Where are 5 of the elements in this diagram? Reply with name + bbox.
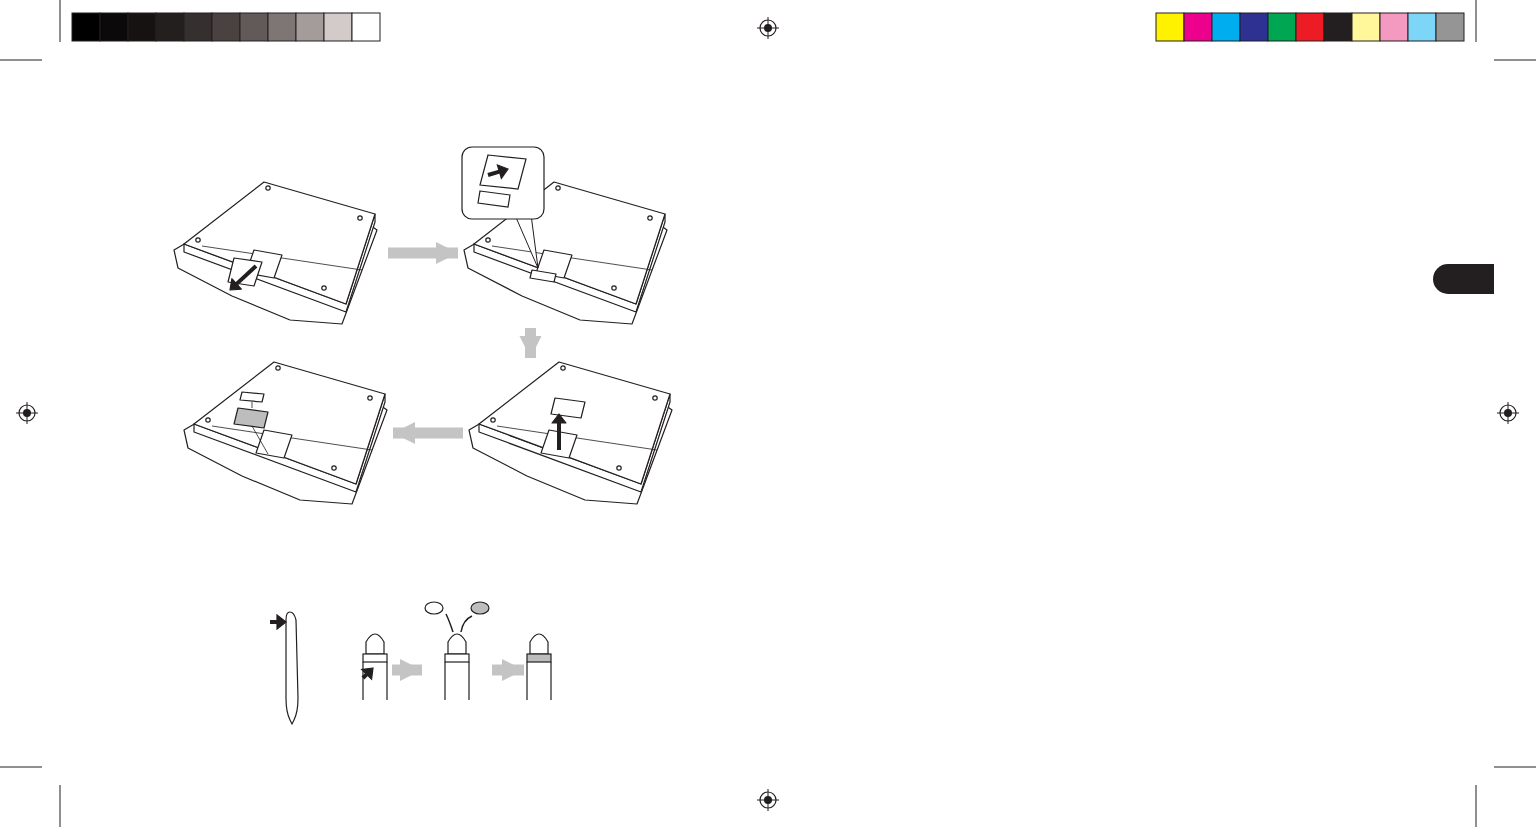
arrow bbox=[492, 659, 524, 681]
arrow bbox=[392, 659, 422, 681]
arrow bbox=[519, 328, 542, 358]
arrow bbox=[388, 242, 458, 264]
arrow bbox=[393, 422, 463, 444]
